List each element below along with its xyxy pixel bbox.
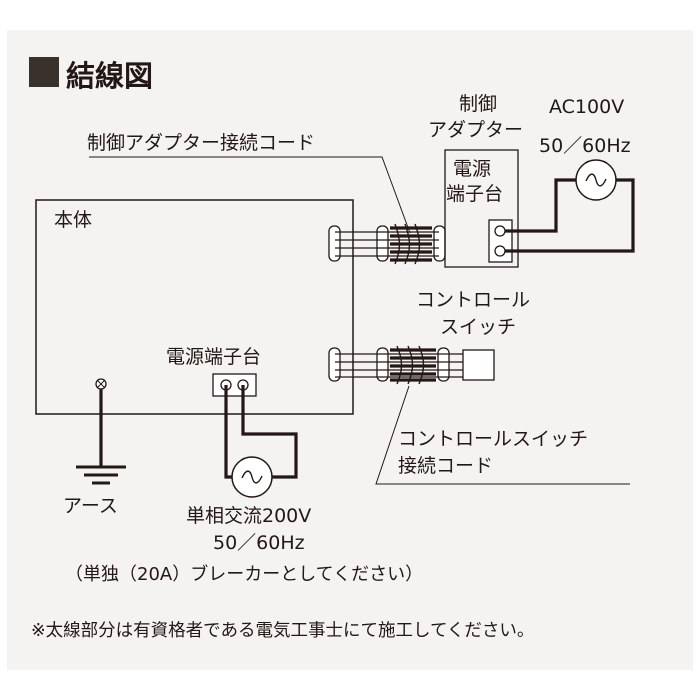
adapter-terminal-label-line1: 電源 [453,158,491,180]
switch-cord-label-line1: コントロールスイッチ [398,428,588,450]
control-switch-label-line2: スイッチ [440,316,516,338]
body-terminal-block [212,373,257,397]
main-supply-voltage: 単相交流200V [186,505,311,527]
ac-supply-frequency: 50／60Hz [539,135,631,157]
main-supply-frequency: 50／60Hz [213,532,305,554]
main-unit-label: 本体 [54,209,92,231]
ac-200v-wire-1 [224,385,232,479]
ac-supply-voltage: AC100V [549,96,624,118]
adapter-terminal-label-line2: 端子台 [446,183,503,205]
main-unit-box [35,199,354,415]
control-switch-label-line1: コントロール [416,289,530,311]
title-marker [29,57,59,87]
breaker-note: （単独（20A）ブレーカーとしてください） [65,563,423,585]
ac-wave-icon-200v [241,470,263,484]
switch-cord-leader [375,385,630,485]
ac-wave-icon [585,173,607,187]
earth-ground-icon [76,465,126,485]
ac-100v-wire-2 [505,178,635,253]
footnote: ※太線部分は有資格者である電気工事士にて施工してください。 [31,621,534,641]
adapter-cord [328,223,446,265]
switch-cord-label-line2: 接続コード [398,455,493,477]
body-terminal-label: 電源端子台 [166,346,261,368]
adapter-cord-label: 制御アダプター接続コード [87,132,315,154]
adapter-label-line1: 制御 [459,93,497,115]
control-switch [462,349,495,381]
adapter-cord-leader [89,156,411,234]
earth-label: アース [63,495,118,517]
page-title: 結線図 [66,59,153,93]
diagram-panel [7,30,693,670]
control-switch-cord [328,345,463,385]
adapter-label-line2: アダプター [428,119,523,141]
ac-100v-wire-1 [505,178,576,233]
ac-200v-wire-2 [241,385,298,479]
control-adapter-box [444,149,519,268]
